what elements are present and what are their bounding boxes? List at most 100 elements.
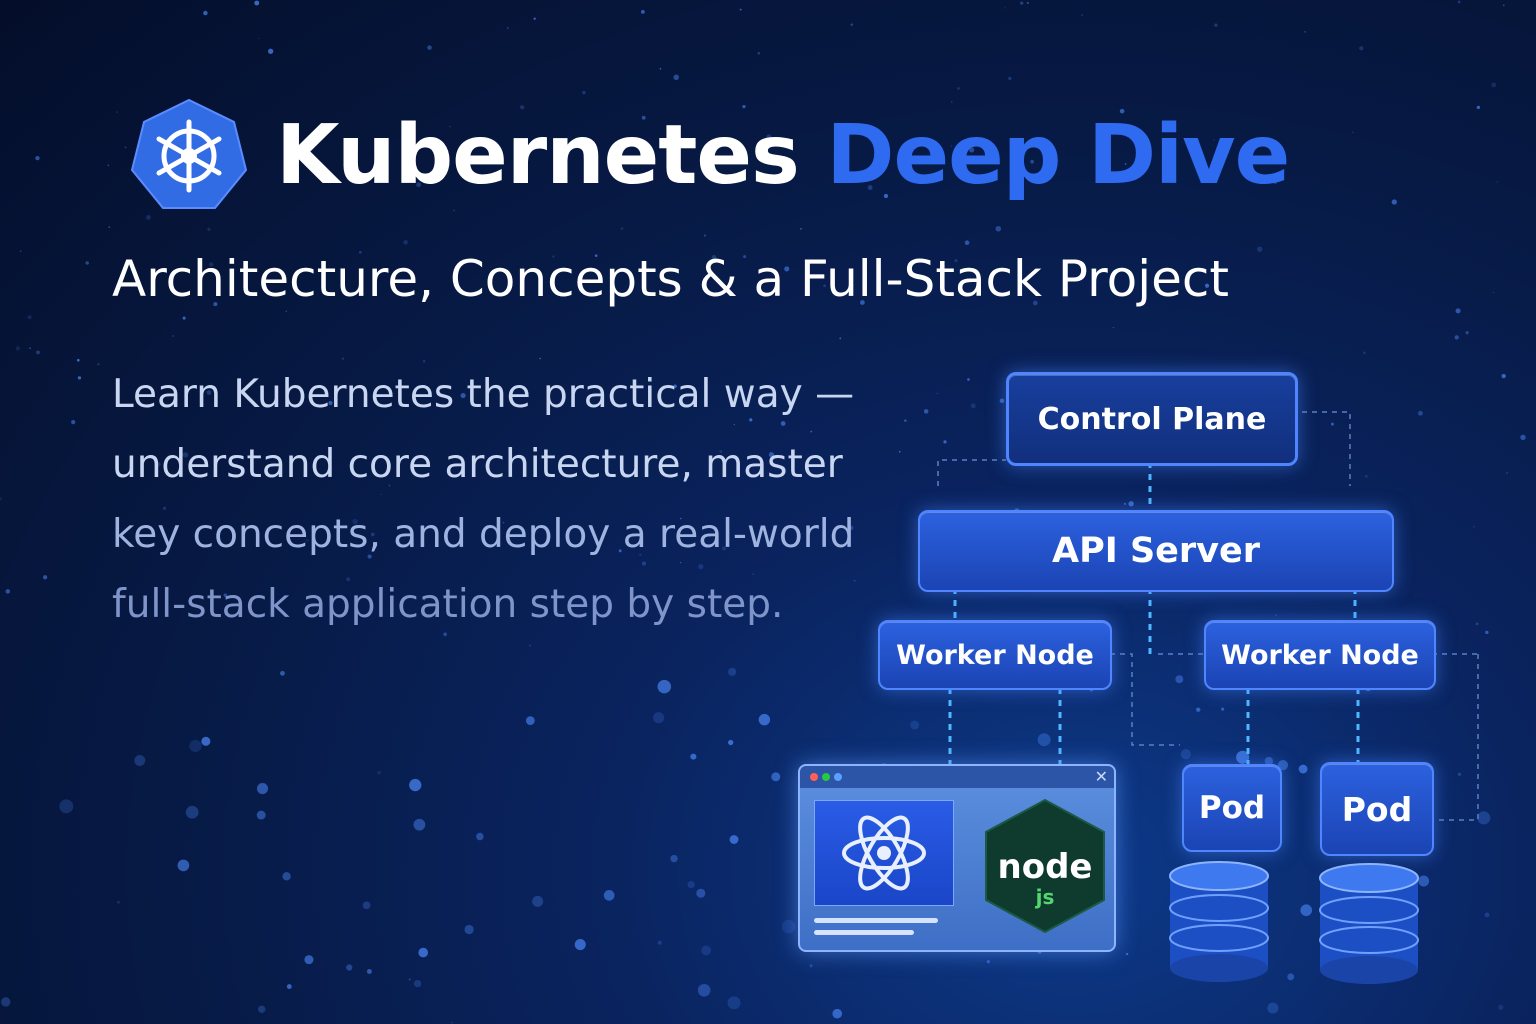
window-text-line bbox=[814, 930, 914, 935]
particle bbox=[898, 450, 901, 453]
title-accent: Deep Dive bbox=[826, 108, 1290, 203]
particle bbox=[124, 146, 127, 149]
pod-box: Pod bbox=[1182, 764, 1282, 852]
diagram-connectors bbox=[937, 411, 1479, 821]
particle bbox=[19, 250, 22, 253]
particle bbox=[1204, 283, 1210, 288]
particle bbox=[408, 978, 411, 981]
particle bbox=[5, 589, 11, 594]
particle bbox=[995, 225, 1002, 232]
particle bbox=[594, 254, 598, 257]
particle bbox=[285, 310, 287, 312]
particle bbox=[1213, 138, 1216, 141]
particle bbox=[1236, 750, 1250, 764]
particle bbox=[1491, 82, 1497, 88]
close-icon: ✕ bbox=[1094, 767, 1108, 786]
particle bbox=[1477, 811, 1491, 825]
particle bbox=[1214, 23, 1218, 27]
particle bbox=[733, 423, 735, 426]
particle bbox=[1473, 526, 1475, 528]
nodejs-subtext: js bbox=[1035, 885, 1055, 909]
particle bbox=[640, 9, 645, 14]
particle bbox=[42, 575, 48, 580]
particle bbox=[964, 240, 970, 246]
particle bbox=[839, 337, 842, 340]
particle bbox=[701, 945, 712, 956]
particle bbox=[0, 497, 2, 501]
particle bbox=[1492, 291, 1495, 294]
worker-node-box: Worker Node bbox=[1204, 620, 1436, 690]
particle bbox=[1454, 335, 1459, 340]
particle bbox=[1175, 675, 1184, 684]
particle bbox=[1119, 108, 1125, 114]
particle bbox=[1257, 246, 1263, 252]
particle bbox=[286, 984, 292, 989]
particle bbox=[423, 598, 426, 601]
particle bbox=[189, 739, 202, 753]
particle bbox=[413, 818, 426, 831]
particle bbox=[1465, 331, 1469, 335]
particle bbox=[727, 996, 741, 1010]
particle bbox=[453, 209, 455, 211]
subtitle: Architecture, Concepts & a Full-Stack Pr… bbox=[112, 250, 1229, 308]
particle bbox=[97, 363, 100, 366]
page-title: Kubernetes Deep Dive bbox=[276, 108, 1290, 203]
particle bbox=[282, 872, 291, 881]
particle bbox=[77, 376, 82, 380]
particle bbox=[1008, 76, 1012, 81]
particle bbox=[743, 255, 747, 259]
particle bbox=[1498, 1004, 1504, 1010]
particle bbox=[156, 462, 161, 467]
particle bbox=[800, 228, 802, 230]
particle bbox=[1484, 912, 1490, 918]
particle bbox=[1267, 1002, 1279, 1014]
particle bbox=[758, 713, 771, 726]
particle bbox=[85, 261, 89, 265]
particle bbox=[1180, 748, 1191, 760]
particle bbox=[1304, 31, 1306, 33]
particle bbox=[258, 37, 260, 40]
particle bbox=[280, 670, 285, 676]
particle bbox=[860, 300, 865, 305]
pod-box: Pod bbox=[1320, 762, 1434, 856]
particle bbox=[526, 716, 535, 725]
particle bbox=[201, 736, 211, 746]
particle bbox=[853, 579, 856, 582]
particle bbox=[883, 193, 889, 199]
particle bbox=[1457, 772, 1462, 776]
description-line: understand core architecture, master bbox=[112, 442, 843, 487]
particle bbox=[679, 562, 682, 564]
particle bbox=[182, 316, 186, 320]
particle bbox=[464, 924, 474, 935]
particle bbox=[698, 564, 704, 570]
particle bbox=[59, 799, 74, 814]
particle bbox=[362, 901, 371, 910]
particle bbox=[641, 561, 647, 566]
particle bbox=[185, 805, 199, 819]
particle bbox=[956, 86, 960, 90]
particle bbox=[1457, 0, 1461, 4]
particle bbox=[449, 125, 451, 128]
particle bbox=[582, 90, 586, 95]
particle bbox=[539, 357, 541, 360]
particle bbox=[223, 593, 228, 597]
particle bbox=[520, 105, 525, 110]
particle bbox=[1485, 630, 1489, 635]
particle bbox=[673, 74, 679, 81]
particle bbox=[476, 832, 484, 841]
particle bbox=[29, 347, 31, 350]
particle bbox=[657, 679, 672, 694]
api-server-box: API Server bbox=[918, 510, 1394, 592]
particle bbox=[749, 418, 753, 422]
particle bbox=[1112, 326, 1115, 329]
particle bbox=[146, 215, 151, 220]
particle bbox=[163, 506, 167, 510]
database-icon bbox=[1319, 863, 1419, 984]
particle bbox=[1275, 614, 1277, 616]
description-line: Learn Kubernetes the practical way — bbox=[112, 372, 855, 417]
particle bbox=[346, 577, 351, 582]
particle bbox=[1125, 952, 1129, 956]
particle bbox=[1221, 707, 1225, 711]
particle bbox=[1128, 501, 1134, 507]
particle bbox=[711, 255, 717, 260]
